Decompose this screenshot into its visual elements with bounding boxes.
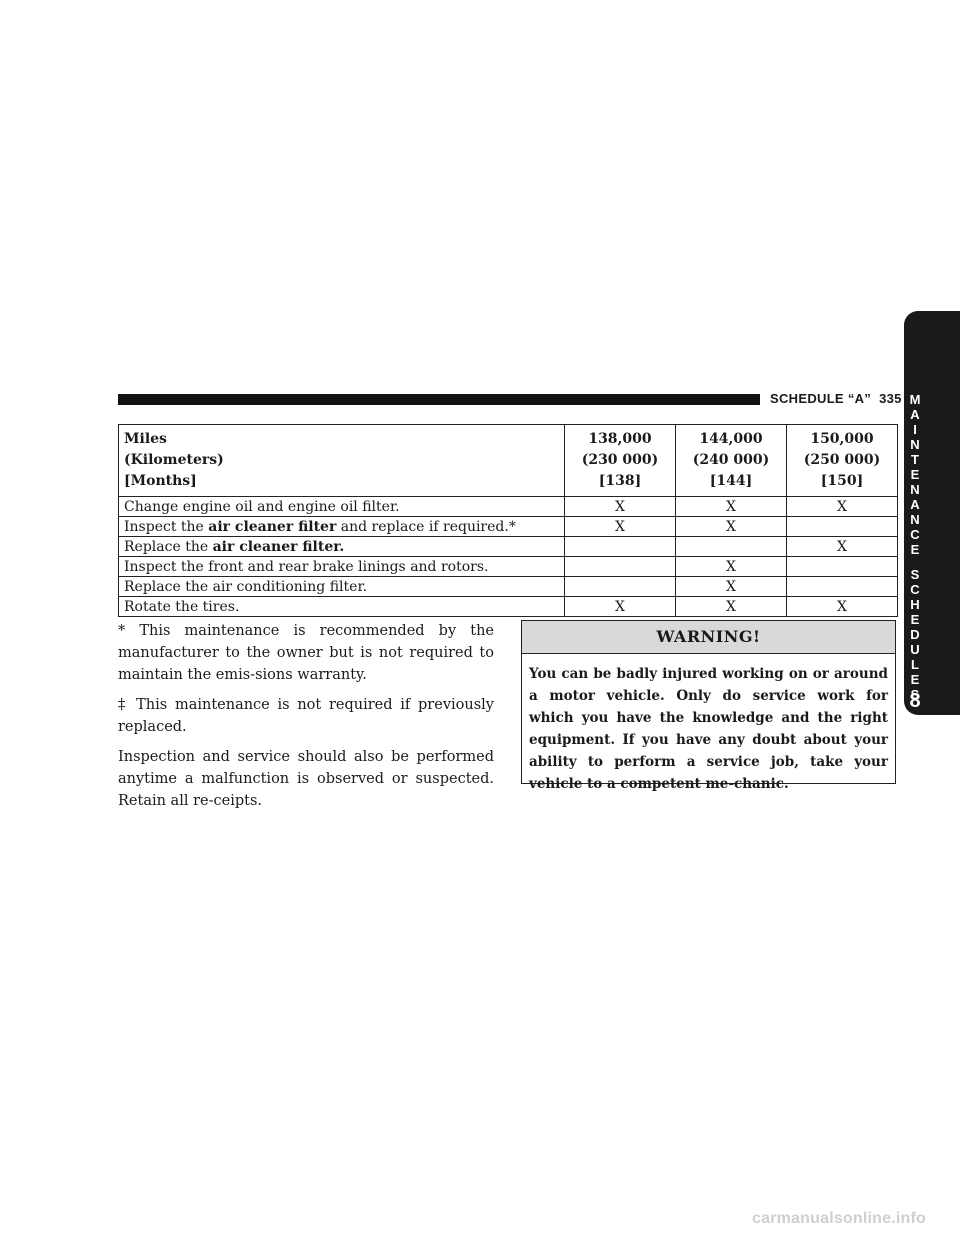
side-tab-letter: L: [911, 657, 919, 672]
side-tab-letter: I: [913, 422, 917, 437]
side-tab-letter: E: [910, 612, 920, 627]
interval-miles: 144,000: [699, 431, 763, 447]
table-header-row: Miles (Kilometers) [Months] 138,000 (230…: [118, 424, 898, 497]
service-mark-cell: [786, 556, 898, 577]
service-item-cell: Inspect the air cleaner filter and repla…: [118, 516, 565, 537]
interval-months: [138]: [598, 473, 642, 489]
miles-label: Miles: [124, 431, 167, 447]
side-tab-letter: C: [910, 527, 920, 542]
side-tab-letter: A: [910, 407, 920, 422]
service-mark-cell: X: [786, 496, 898, 517]
table-row: Inspect the air cleaner filter and repla…: [118, 516, 898, 537]
service-mark-cell: X: [564, 496, 676, 517]
footer-watermark: carmanualsonline.info: [752, 1210, 927, 1227]
interval-km: (230 000): [581, 452, 659, 468]
inspection-note: Inspection and service should also be pe…: [118, 749, 494, 809]
service-mark-cell: X: [675, 576, 787, 597]
interval-column-header: 138,000 (230 000) [138]: [564, 424, 676, 497]
warning-body: You can be badly injured working on or a…: [529, 666, 888, 792]
table-row: Change engine oil and engine oil filter.…: [118, 496, 898, 517]
interval-months: [150]: [820, 473, 864, 489]
chapter-number: 8: [909, 690, 921, 712]
side-tab-letter: H: [910, 597, 920, 612]
service-mark-cell: [786, 516, 898, 537]
table-row: Inspect the front and rear brake linings…: [118, 556, 898, 577]
side-tab-letter: U: [910, 642, 920, 657]
service-mark-cell: [786, 576, 898, 597]
side-tab-letter: T: [911, 452, 919, 467]
service-item-text: Rotate the tires.: [124, 598, 240, 615]
service-mark-cell: [564, 556, 676, 577]
page-header: SCHEDULE “A” 335: [770, 391, 902, 406]
interval-months: [144]: [709, 473, 753, 489]
section-title: SCHEDULE “A”: [770, 391, 872, 406]
page-number: 335: [879, 391, 902, 406]
side-tab-letter: M: [909, 392, 921, 407]
service-item-cell: Replace the air conditioning filter.: [118, 576, 565, 597]
interval-column-header: 144,000 (240 000) [144]: [675, 424, 787, 497]
interval-miles: 138,000: [588, 431, 652, 447]
service-mark-cell: X: [786, 596, 898, 617]
table-row: Replace the air conditioning filter. X: [118, 576, 898, 597]
side-tab-letter: N: [910, 482, 920, 497]
warning-box: WARNING! You can be badly injured workin…: [521, 620, 896, 792]
header-rule: [118, 394, 760, 405]
side-tab-letter: E: [910, 672, 920, 687]
side-tab-letter: S: [910, 687, 920, 702]
service-mark-cell: X: [675, 516, 787, 537]
interval-km: (240 000): [692, 452, 770, 468]
side-tab-letter: N: [910, 437, 920, 452]
months-label: [Months]: [124, 473, 197, 489]
side-tab-letter: A: [910, 497, 920, 512]
side-tab-letter: C: [910, 582, 920, 597]
service-item-text: Change engine oil and engine oil filter.: [124, 498, 400, 515]
service-item-cell: Replace the air cleaner filter.: [118, 536, 565, 557]
service-mark-cell: [564, 576, 676, 597]
service-item-cell: Inspect the front and rear brake linings…: [118, 556, 565, 577]
warning-title: WARNING!: [522, 621, 895, 654]
side-tab-letter: D: [910, 627, 920, 642]
chapter-side-tab: [904, 311, 960, 715]
service-mark-cell: X: [564, 516, 676, 537]
service-mark-cell: X: [786, 536, 898, 557]
service-item-text: Replace the: [124, 538, 213, 555]
service-item-emphasis: air cleaner filter.: [212, 538, 345, 555]
side-tab-letter: S: [910, 567, 920, 582]
service-mark-cell: X: [675, 556, 787, 577]
service-mark-cell: X: [564, 596, 676, 617]
side-tab-letter: E: [910, 467, 920, 482]
interval-km: (250 000): [803, 452, 881, 468]
service-item-cell: Rotate the tires.: [118, 596, 565, 617]
side-tab-letter: N: [910, 512, 920, 527]
service-mark-cell: X: [675, 596, 787, 617]
footnotes: * This maintenance is recommended by the…: [118, 620, 494, 820]
service-item-cell: Change engine oil and engine oil filter.: [118, 496, 565, 517]
footnote-asterisk: * This maintenance is recommended by the…: [118, 623, 494, 683]
service-mark-cell: X: [675, 496, 787, 517]
kilometers-label: (Kilometers): [124, 452, 224, 468]
interval-column-header: 150,000 (250 000) [150]: [786, 424, 898, 497]
header-label-cell: Miles (Kilometers) [Months]: [118, 424, 565, 497]
service-item-text: Replace the air conditioning filter.: [124, 578, 368, 595]
service-item-emphasis: air cleaner filter: [208, 518, 337, 535]
maintenance-schedule-table: Miles (Kilometers) [Months] 138,000 (230…: [118, 424, 898, 617]
service-mark-cell: [564, 536, 676, 557]
service-item-text: Inspect the: [124, 518, 209, 535]
interval-miles: 150,000: [810, 431, 874, 447]
service-item-text: Inspect the front and rear brake linings…: [124, 558, 489, 575]
table-row: Replace the air cleaner filter. X: [118, 536, 898, 557]
service-mark-cell: [675, 536, 787, 557]
side-tab-letter: E: [910, 542, 920, 557]
service-item-text-suffix: and replace if required.*: [336, 518, 516, 535]
footnote-double-dagger: ‡ This maintenance is not required if pr…: [118, 697, 494, 735]
